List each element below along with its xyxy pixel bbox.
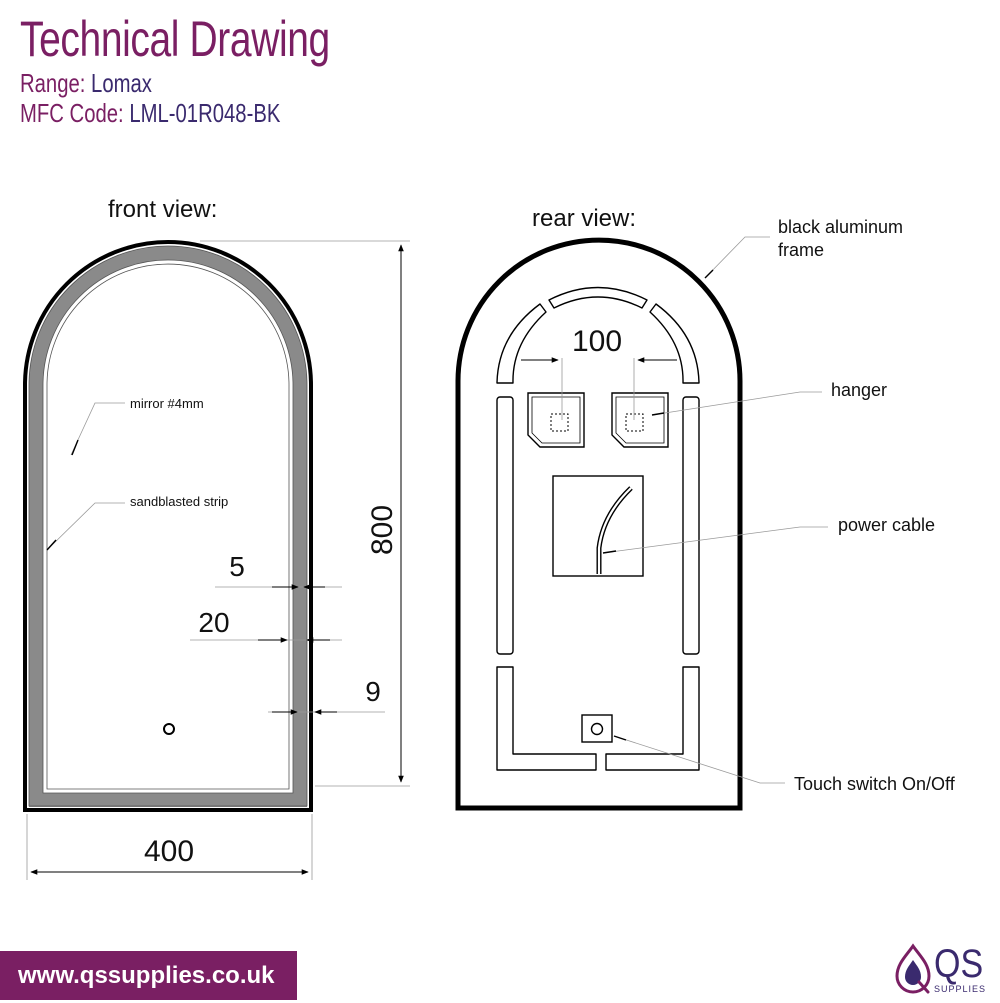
website-banner[interactable]: www.qssupplies.co.uk <box>0 951 297 1000</box>
mirror-label: mirror #4mm <box>130 396 204 411</box>
logo-letters: QS <box>934 942 984 986</box>
frame-label-line1: black aluminum <box>778 217 903 237</box>
dimension-5-value: 5 <box>229 551 245 582</box>
led-arch-top <box>548 286 648 309</box>
qs-logo: QS SUPPLIES <box>892 942 996 998</box>
hanger-label: hanger <box>831 380 887 400</box>
hanger-spacing-dimension: 100 <box>521 325 677 420</box>
hanger-right <box>611 392 669 448</box>
strip-callout: sandblasted strip <box>46 494 228 551</box>
led-bottom-left <box>496 666 597 771</box>
dimension-9-value: 9 <box>365 676 381 707</box>
rear-frame-outline <box>455 237 743 811</box>
rear-view-label: rear view: <box>532 205 636 232</box>
mfc-code-value: LML-01R048-BK <box>129 98 281 128</box>
rear-mirror <box>455 237 743 811</box>
width-dimension: 400 <box>26 814 313 880</box>
mfc-code-line: MFC Code: LML-01R048-BK <box>20 98 330 128</box>
dimension-20: 20 <box>190 607 342 643</box>
touch-switch-callout: Touch switch On/Off <box>613 735 956 794</box>
range-label: Range: <box>20 68 86 98</box>
power-cable-label: power cable <box>838 515 935 535</box>
front-frame-outline <box>23 240 313 812</box>
dimension-5: 5 <box>215 551 342 590</box>
range-value: Lomax <box>91 68 152 98</box>
dimension-9: 9 <box>268 676 385 715</box>
mfc-code-label: MFC Code: <box>20 98 124 128</box>
mirror-callout: mirror #4mm <box>70 396 204 456</box>
front-sandblasted-band <box>29 246 307 807</box>
touch-switch-label: Touch switch On/Off <box>794 774 956 794</box>
header: Technical Drawing Range: Lomax MFC Code:… <box>20 10 417 128</box>
front-view-label: front view: <box>108 196 217 223</box>
qs-drop-icon <box>895 943 931 994</box>
power-box <box>552 475 644 577</box>
front-mirror <box>23 240 313 812</box>
logo-subtitle: SUPPLIES <box>934 984 987 994</box>
power-cable-callout: power cable <box>602 515 935 554</box>
height-value: 800 <box>366 505 399 555</box>
rear-touch-switch <box>581 714 613 743</box>
height-dimension: 800 <box>200 240 410 787</box>
strip-label: sandblasted strip <box>130 494 228 509</box>
hanger-callout: hanger <box>651 380 887 416</box>
front-touch-sensor <box>163 723 175 735</box>
hanger-left <box>527 392 585 448</box>
frame-label-line2: frame <box>778 240 824 260</box>
led-left-vertical <box>496 396 514 655</box>
led-arch-right <box>649 303 700 384</box>
led-right-vertical <box>682 396 700 655</box>
led-bottom-right <box>605 666 700 771</box>
led-arch-left <box>496 303 547 384</box>
website-link[interactable]: www.qssupplies.co.uk <box>18 962 275 989</box>
hanger-spacing-value: 100 <box>572 325 622 358</box>
width-value: 400 <box>144 835 194 868</box>
dimension-20-value: 20 <box>198 607 229 638</box>
page-title: Technical Drawing <box>20 11 330 67</box>
frame-callout: black aluminum frame <box>704 217 903 279</box>
range-line: Range: Lomax <box>20 68 330 98</box>
